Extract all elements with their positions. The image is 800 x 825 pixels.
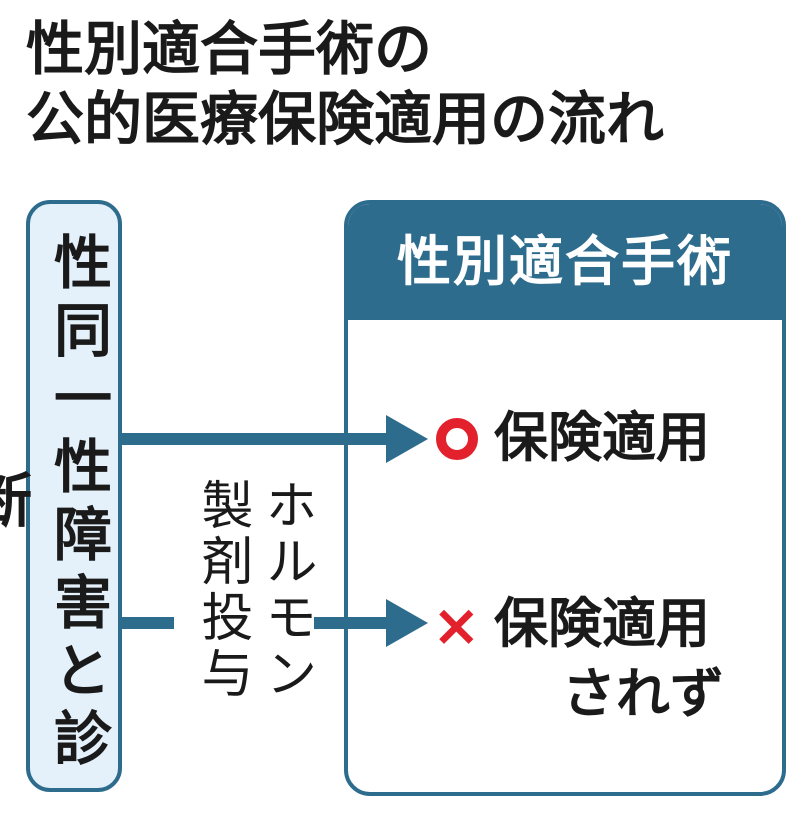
hormone-therapy-label: ホルモン 製剤投与 xyxy=(184,478,324,808)
diagnosis-label-wrap: 性同一性障害と診断 xyxy=(0,220,118,788)
diagram-title: 性別適合手術の 公的医療保険適用の流れ xyxy=(26,14,786,154)
arrow-not-covered-line-left xyxy=(122,617,174,629)
hormone-line-1: ホルモン xyxy=(256,478,316,702)
arrow-covered-head xyxy=(386,415,428,463)
surgery-box: 性別適合手術 xyxy=(344,200,786,796)
arrow-covered-line xyxy=(122,433,390,445)
not-covered-result-line-2: されず xyxy=(562,662,724,725)
not-covered-result-line-1: 保険適用 xyxy=(494,592,710,655)
not-covered-cross-icon: × xyxy=(432,591,481,659)
covered-result: 保険適用 xyxy=(494,406,710,469)
diagnosis-label: 性同一性障害と診断 xyxy=(0,232,112,776)
hormone-line-2: 製剤投与 xyxy=(192,478,252,702)
arrow-not-covered-head xyxy=(386,599,428,647)
title-line-1: 性別適合手術の xyxy=(26,15,433,83)
title-line-2: 公的医療保険適用の流れ xyxy=(26,85,665,153)
surgery-header: 性別適合手術 xyxy=(348,204,782,320)
diagnosis-box: 性同一性障害と診断 xyxy=(0,200,122,792)
arrow-not-covered-line-right xyxy=(314,617,390,629)
covered-circle-icon xyxy=(436,418,478,460)
